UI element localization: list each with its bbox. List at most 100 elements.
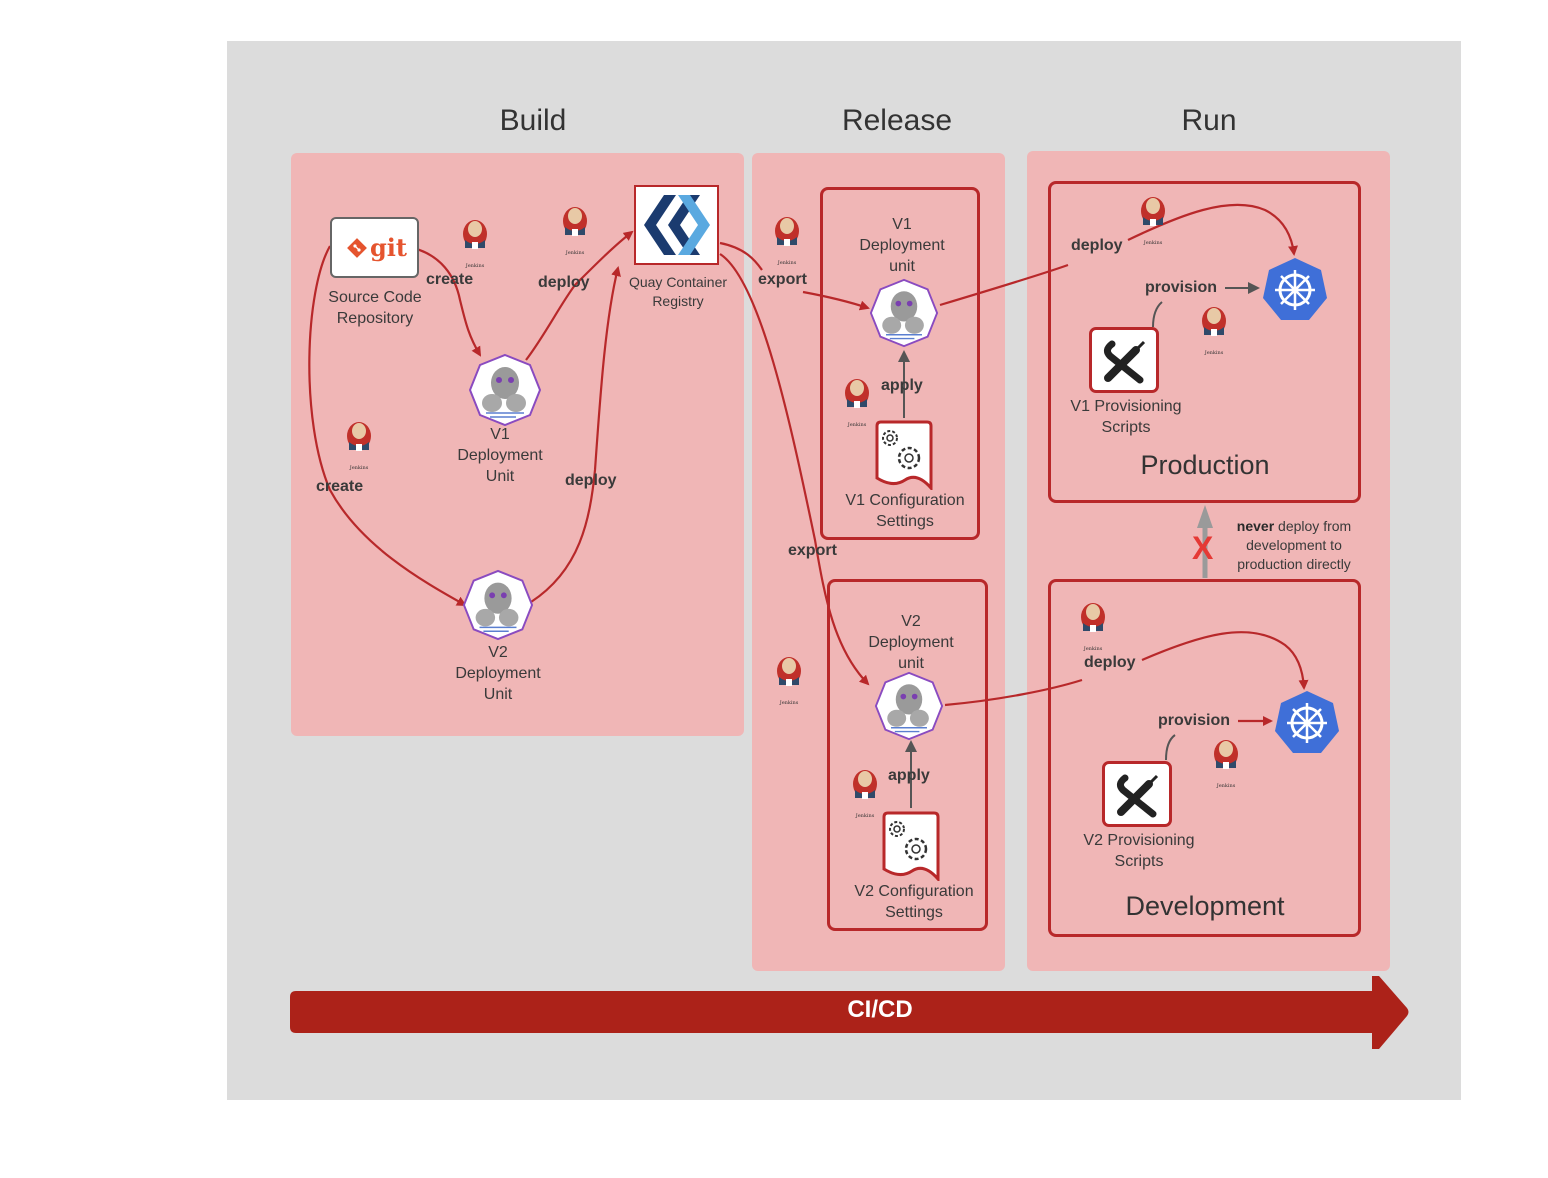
quay-label: Quay Container Registry — [612, 273, 744, 311]
edge-label-apply-v2: apply — [888, 767, 930, 784]
jenkins-caption: Jenkins — [1083, 646, 1103, 652]
config-v1-label-line1: V1 Configuration — [845, 492, 965, 509]
prov-v1-label-line2: Scripts — [1101, 419, 1151, 436]
prov-v2-label-line1: V2 Provisioning — [1083, 832, 1195, 849]
jenkins-caption: Jenkins — [847, 422, 867, 428]
edge-label-create-v1: create — [426, 271, 474, 288]
seal-deployment-unit-icon[interactable] — [462, 569, 534, 641]
config-v1-label: V1 Configuration Settings — [830, 490, 980, 532]
edge-label-deploy-v1: deploy — [538, 274, 590, 291]
note-line2: development to — [1246, 537, 1342, 553]
cicd-label: CI/CD — [847, 996, 913, 1023]
development-environment — [1048, 579, 1361, 937]
note-line3: production directly — [1237, 556, 1351, 572]
stage-title-release: Release — [841, 104, 953, 137]
build-v1-label-line2: Deployment — [457, 447, 543, 464]
prov-v1-node[interactable] — [1089, 327, 1159, 393]
release-v2-group — [827, 579, 988, 931]
production-environment — [1048, 181, 1361, 503]
quay-logo-icon — [644, 195, 710, 255]
release-v1-label-line3: unit — [889, 258, 915, 275]
edge-label-deploy-prod: deploy — [1071, 237, 1123, 254]
edge-label-apply-v1: apply — [881, 377, 923, 394]
edge-label-deploy-dev: deploy — [1084, 654, 1136, 671]
build-v1-label: V1 Deployment Unit — [440, 424, 560, 487]
jenkins-caption: Jenkins — [1216, 783, 1236, 789]
git-label-line2: Repository — [336, 310, 414, 327]
production-title: Production — [1140, 450, 1270, 480]
kubernetes-icon[interactable] — [1261, 256, 1329, 322]
jenkins-icon: Jenkins — [1079, 601, 1107, 652]
jenkins-caption: Jenkins — [565, 250, 585, 256]
build-v2-label-line3: Unit — [483, 686, 513, 703]
jenkins-caption: Jenkins — [465, 263, 485, 269]
git-label: Source Code Repository — [305, 287, 445, 329]
edge-label-deploy-v2: deploy — [565, 472, 617, 489]
git-label-line1: Source Code — [328, 289, 422, 306]
jenkins-caption: Jenkins — [777, 260, 797, 266]
git-logo-icon — [347, 238, 367, 258]
development-title: Development — [1125, 891, 1285, 921]
blocked-x-icon: X — [1192, 530, 1214, 566]
prov-v2-label-line2: Scripts — [1114, 853, 1164, 870]
stage-title-run: Run — [1181, 104, 1237, 137]
stage-title-build: Build — [499, 104, 567, 137]
jenkins-icon: Jenkins — [1200, 305, 1228, 356]
jenkins-icon: Jenkins — [775, 655, 803, 706]
release-v1-label-line2: Deployment — [859, 237, 945, 254]
build-v1-label-line1: V1 — [490, 426, 510, 443]
jenkins-caption: Jenkins — [855, 813, 875, 819]
build-v1-label-line3: Unit — [485, 468, 515, 485]
edge-label-export-v2: export — [788, 542, 837, 559]
jenkins-icon: Jenkins — [851, 768, 879, 819]
jenkins-icon: Jenkins — [1139, 195, 1167, 246]
jenkins-icon: Jenkins — [773, 215, 801, 266]
tools-icon — [1103, 340, 1146, 384]
release-v2-label-line3: unit — [898, 655, 924, 672]
build-v2-label: V2 Deployment Unit — [438, 642, 558, 705]
prov-v1-label-line1: V1 Provisioning — [1070, 398, 1182, 415]
edge-label-provision-dev: provision — [1158, 712, 1231, 729]
jenkins-icon: Jenkins — [461, 218, 489, 269]
prov-v2-label: V2 Provisioning Scripts — [1069, 830, 1209, 872]
config-v2-label-line1: V2 Configuration — [854, 883, 974, 900]
kubernetes-icon[interactable] — [1273, 689, 1341, 755]
prov-v1-label: V1 Provisioning Scripts — [1056, 396, 1196, 438]
gears-document-icon[interactable] — [882, 811, 940, 881]
release-v2-label-line2: Deployment — [868, 634, 954, 651]
config-v1-label-line2: Settings — [876, 513, 934, 530]
build-v2-label-line1: V2 — [488, 644, 508, 661]
prov-v2-node[interactable] — [1102, 761, 1172, 827]
git-node[interactable]: git — [330, 217, 419, 278]
quay-label-line2: Registry — [652, 293, 704, 309]
quay-node[interactable] — [634, 185, 719, 265]
tools-icon — [1116, 774, 1159, 818]
build-v2-label-line2: Deployment — [455, 665, 541, 682]
seal-deployment-unit-icon[interactable] — [869, 278, 939, 348]
note-line1: deploy from — [1274, 518, 1352, 534]
jenkins-caption: Jenkins — [349, 465, 369, 471]
git-logo-text: git — [370, 233, 407, 262]
jenkins-icon: Jenkins — [561, 205, 589, 256]
release-v2-label: V2 Deployment unit — [851, 611, 971, 674]
note-bold: never — [1236, 518, 1275, 534]
release-v1-label: V1 Deployment unit — [842, 214, 962, 277]
jenkins-caption: Jenkins — [779, 700, 799, 706]
release-v2-label-line1: V2 — [901, 613, 921, 630]
config-v2-label: V2 Configuration Settings — [838, 881, 990, 923]
quay-label-line1: Quay Container — [628, 274, 728, 290]
jenkins-icon: Jenkins — [345, 420, 373, 471]
edge-label-export-v1: export — [758, 271, 807, 288]
gears-document-icon[interactable] — [875, 420, 933, 490]
edge-label-create-v2: create — [316, 478, 364, 495]
never-deploy-note: never deploy from development to product… — [1219, 517, 1369, 574]
seal-deployment-unit-icon[interactable] — [874, 671, 944, 741]
jenkins-caption: Jenkins — [1143, 240, 1163, 246]
jenkins-icon: Jenkins — [1212, 738, 1240, 789]
jenkins-icon: Jenkins — [843, 377, 871, 428]
jenkins-caption: Jenkins — [1204, 350, 1224, 356]
edge-label-provision-prod: provision — [1145, 279, 1218, 296]
release-v1-label-line1: V1 — [892, 216, 912, 233]
config-v2-label-line2: Settings — [885, 904, 943, 921]
seal-deployment-unit-icon[interactable] — [468, 353, 542, 427]
